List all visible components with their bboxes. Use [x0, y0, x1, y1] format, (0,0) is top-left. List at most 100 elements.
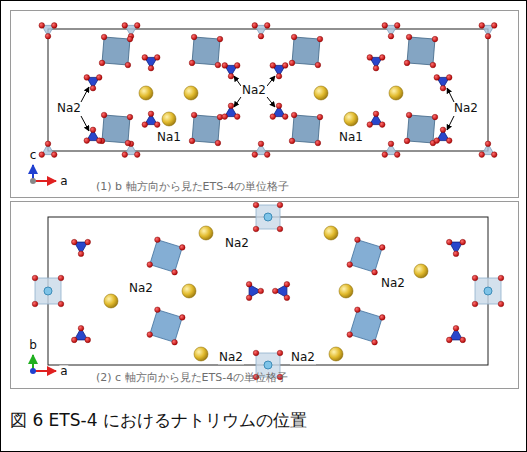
oxygen-atom	[179, 245, 185, 251]
oxygen-atom	[264, 152, 270, 158]
oxygen-atom	[434, 138, 440, 144]
oxygen-atom	[355, 237, 361, 243]
oxygen-atom	[189, 138, 195, 144]
leader-arrows	[81, 76, 454, 131]
oxygen-atom	[277, 226, 283, 232]
oxygen-atom	[127, 36, 133, 42]
oxygen-atom	[258, 141, 264, 147]
oxygen-atom	[96, 138, 102, 144]
polyhedron	[407, 37, 435, 65]
oxygen-atom	[215, 140, 221, 146]
oxygen-atom	[453, 325, 459, 331]
oxygen-atom	[253, 226, 259, 232]
figure-caption: 図 6 ETS-4 におけるナトリウムの位置	[10, 409, 307, 432]
polyhedron	[256, 205, 280, 229]
atom-label: Na2	[241, 84, 267, 97]
oxygen-atom	[51, 23, 57, 29]
oxygen-atom	[289, 60, 295, 66]
oxygen-atom	[148, 65, 154, 71]
oxygen-atom	[491, 23, 497, 29]
sodium-atom	[414, 264, 428, 278]
oxygen-atom	[317, 114, 323, 120]
oxygen-atom	[430, 62, 436, 68]
oxygen-atom	[253, 350, 259, 356]
oxygen-atom	[282, 114, 288, 120]
oxygen-atom	[317, 36, 323, 42]
polyhedron	[350, 240, 383, 273]
oxygen-atom	[291, 112, 297, 118]
oxygen-atom	[440, 85, 446, 91]
oxygen-atom	[472, 275, 478, 281]
oxygen-atom	[379, 315, 385, 321]
oxygen-atom	[270, 114, 276, 120]
oxygen-atom	[142, 55, 148, 61]
oxygen-atom	[51, 152, 57, 158]
titanium-atom	[264, 361, 272, 369]
oxygen-atom	[134, 152, 140, 158]
oxygen-atom	[252, 152, 258, 158]
oxygen-atom	[155, 307, 161, 313]
oxygen-atom	[172, 269, 178, 275]
oxygen-atom	[388, 33, 394, 39]
polyhedron	[102, 37, 130, 65]
oxygen-atom	[347, 262, 353, 268]
sodium-atom	[184, 86, 198, 100]
oxygen-atom	[147, 262, 153, 268]
polyhedron	[292, 115, 320, 143]
oxygen-atom	[498, 275, 504, 281]
oxygen-atom	[432, 114, 438, 120]
oxygen-atom	[367, 122, 373, 128]
panel-caption: (2) c 軸方向から見たETS-4の単位格子	[96, 370, 288, 385]
oxygen-atom	[125, 140, 131, 146]
sodium-atom	[329, 347, 343, 361]
polyhedron	[35, 278, 61, 304]
oxygen-atom	[284, 281, 290, 287]
oxygen-atom	[99, 60, 105, 66]
oxygen-atom	[379, 55, 385, 61]
oxygen-atom	[453, 251, 459, 257]
axis-label: a	[59, 365, 68, 378]
oxygen-atom	[191, 112, 197, 118]
axis-label: b	[28, 339, 38, 352]
oxygen-atom	[217, 36, 223, 42]
oxygen-atom	[258, 288, 264, 294]
oxygen-atom	[434, 75, 440, 81]
sodium-atom	[339, 284, 353, 298]
atom-label: Na2	[290, 351, 316, 364]
oxygen-atom	[404, 60, 410, 66]
oxygen-atom	[222, 63, 228, 69]
oxygen-atom	[291, 34, 297, 40]
oxygen-atom	[379, 122, 385, 128]
oxygen-atom	[446, 138, 452, 144]
polyhedron	[475, 278, 501, 304]
oxygen-atom	[58, 301, 64, 307]
oxygen-atom	[215, 62, 221, 68]
titanium-atom	[44, 287, 52, 295]
oxygen-atom	[491, 152, 497, 158]
oxygen-atom	[355, 307, 361, 313]
oxygen-atom	[127, 114, 133, 120]
polyhedron	[407, 115, 435, 143]
oxygen-atom	[189, 60, 195, 66]
oxygen-atom	[367, 55, 373, 61]
oxygen-atom	[277, 202, 283, 208]
oxygen-atom	[479, 23, 485, 29]
oxygen-atom	[479, 152, 485, 158]
oxygen-atom	[382, 152, 388, 158]
oxygen-atom	[270, 63, 276, 69]
oxygen-atom	[71, 337, 77, 343]
oxygen-atom	[272, 288, 278, 294]
oxygen-atom	[432, 36, 438, 42]
oxygen-atom	[155, 237, 161, 243]
oxygen-atom	[372, 269, 378, 275]
polyhedron	[350, 310, 383, 343]
oxygen-atom	[485, 141, 491, 147]
oxygen-atom	[71, 239, 77, 245]
oxygen-atom	[264, 23, 270, 29]
unit-cell	[48, 217, 488, 365]
atom-label: Na2	[224, 237, 250, 250]
oxygen-atom	[446, 337, 452, 343]
oxygen-atom	[39, 23, 45, 29]
oxygen-atom	[191, 34, 197, 40]
atom-label: Na1	[156, 131, 182, 144]
